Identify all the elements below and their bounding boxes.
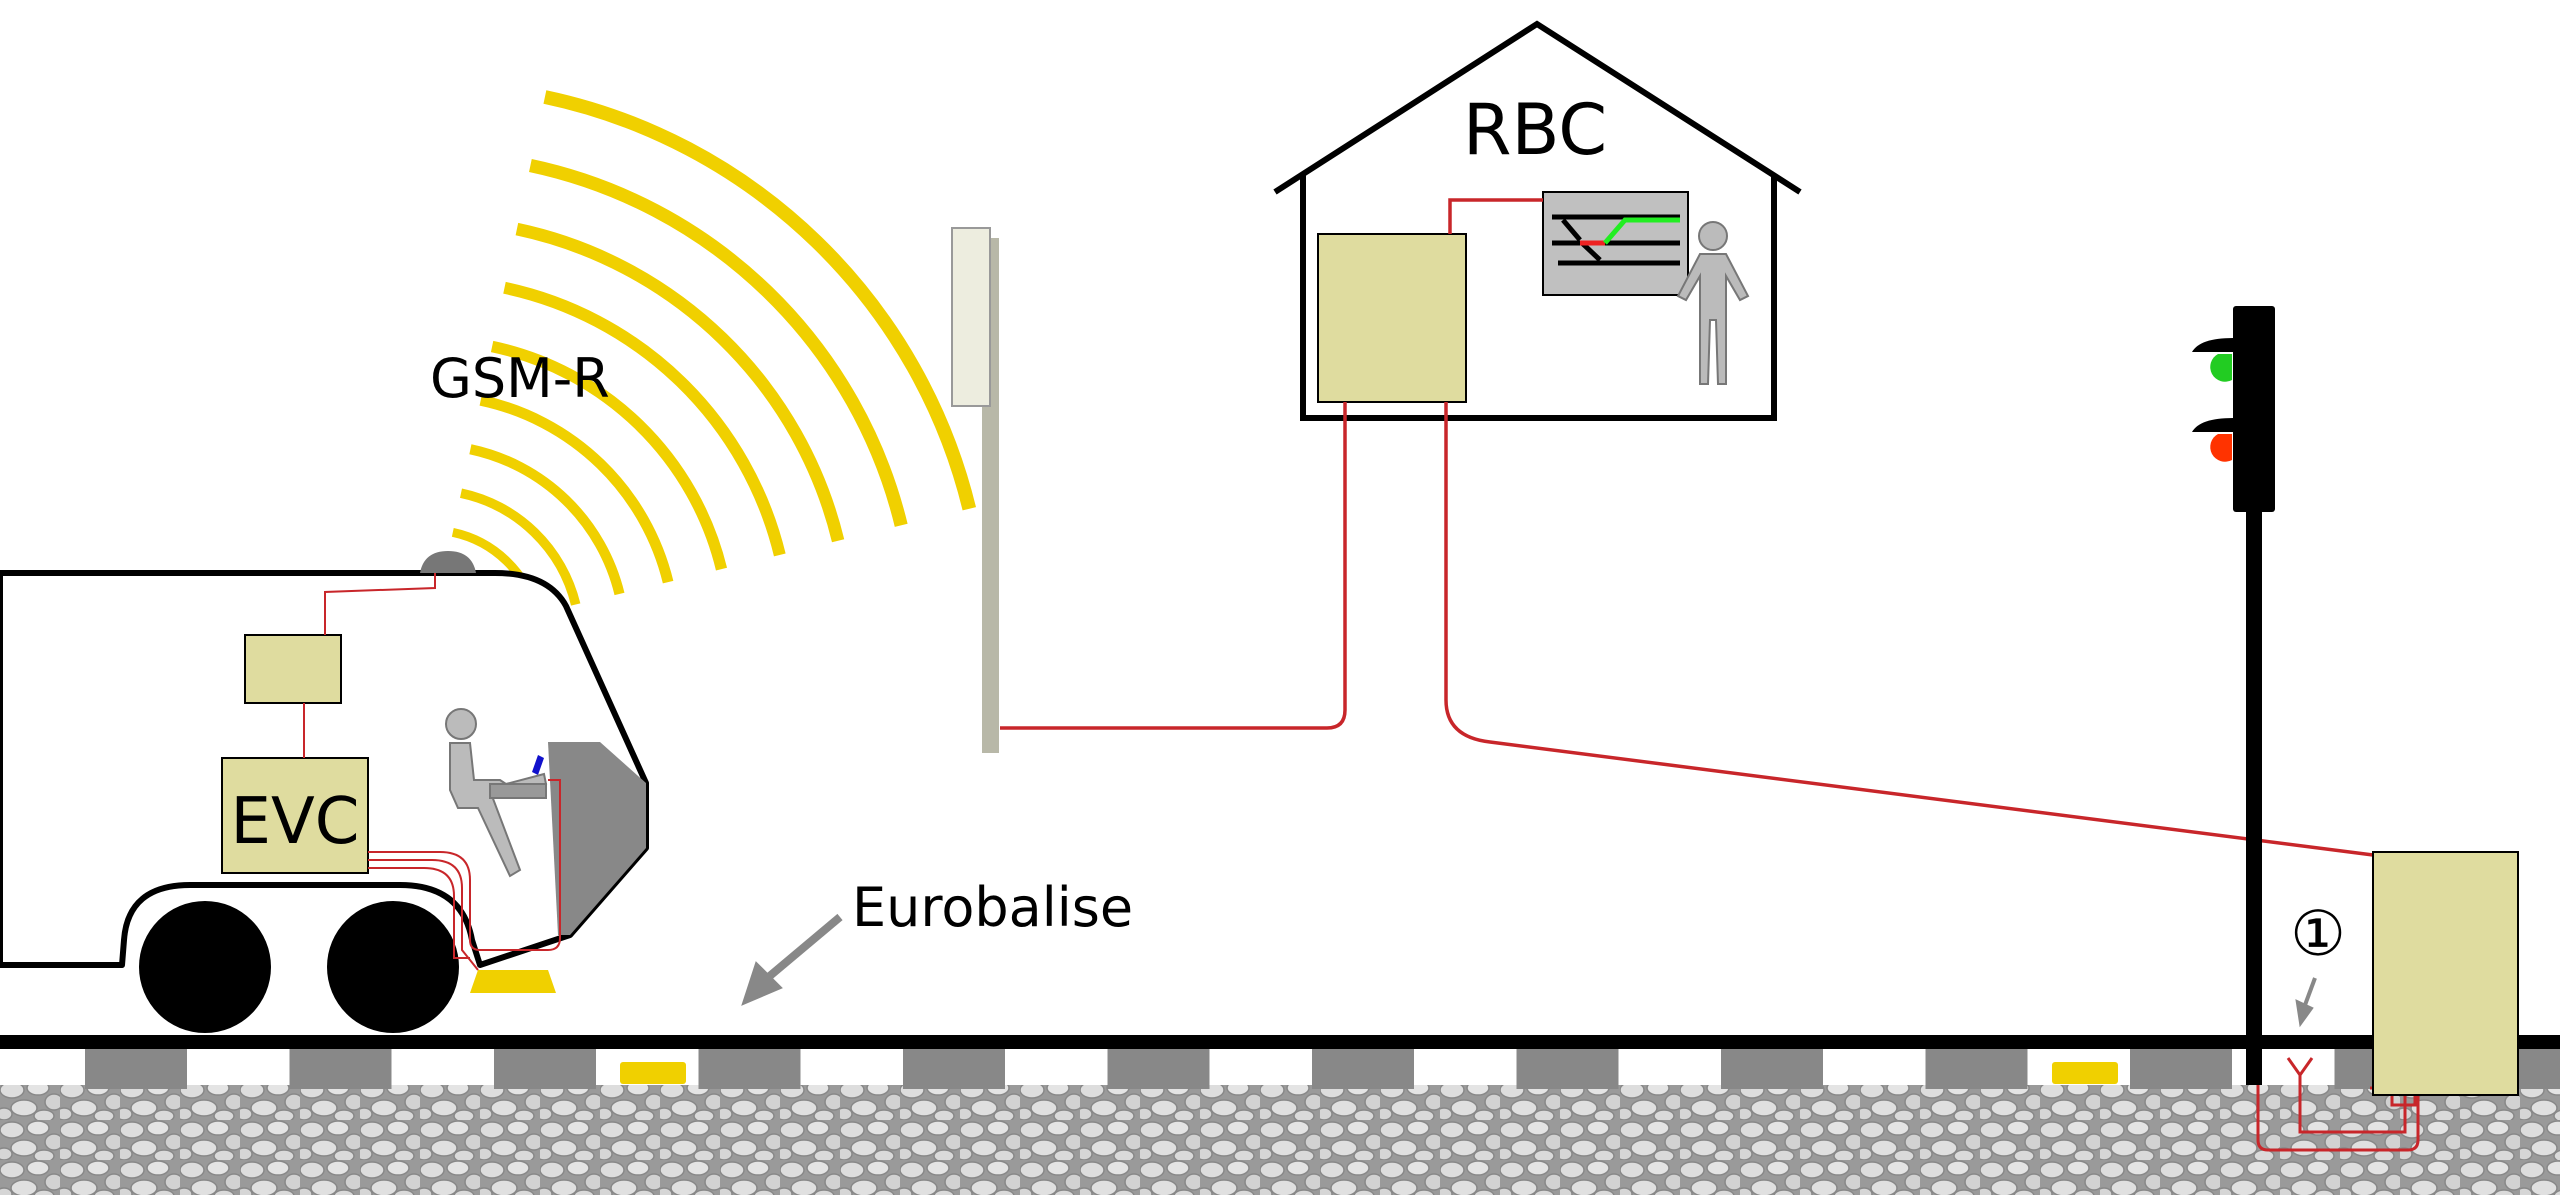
- sleeper: [698, 1049, 801, 1089]
- mast-to-rbc-cable: [1000, 402, 1347, 730]
- marker-arrow: [2295, 977, 2317, 1028]
- radio-wave-arc: [515, 222, 845, 543]
- train: [0, 551, 649, 1033]
- lineside-antenna: [2286, 1057, 2314, 1085]
- radio-wave-arc: [529, 159, 908, 527]
- sleeper: [1925, 1049, 2028, 1089]
- light-signal: [2192, 306, 2275, 1085]
- sleeper: [1107, 1049, 1210, 1089]
- rbc-to-lineside-cable: [1444, 402, 2374, 857]
- wheel-rear: [327, 901, 459, 1033]
- radio-wave-arc: [479, 395, 674, 584]
- radio-wave-arc: [543, 90, 977, 511]
- radio-unit-box: [244, 634, 342, 704]
- sleeper: [289, 1049, 392, 1089]
- gsm-r-antenna-dome: [420, 551, 476, 573]
- eurobalise-on-track-1: [620, 1062, 686, 1084]
- balise-cable-outer: [2256, 1085, 2420, 1152]
- sleeper: [85, 1049, 187, 1089]
- rbc-screen-cable: [1448, 198, 1543, 234]
- eurobalise-arrow: [741, 913, 843, 1006]
- rail: [0, 1035, 2560, 1049]
- ballast-bed: [0, 1085, 2560, 1195]
- balise-cable-inner: [2298, 1085, 2407, 1134]
- train-wiring: [303, 573, 561, 971]
- wheel-front: [139, 901, 271, 1033]
- radio-wave-arc: [460, 488, 581, 606]
- lineside-electronic-unit: [2372, 851, 2519, 1096]
- rbc-operator-person: [1676, 221, 1750, 385]
- sleeper: [2130, 1049, 2232, 1089]
- evc-box: [221, 757, 369, 874]
- marker-label: ①: [2290, 897, 2346, 970]
- sleeper: [1516, 1049, 1619, 1089]
- cab-console: [548, 742, 646, 935]
- evc-label: EVC: [231, 785, 360, 859]
- radio-wave-arc: [469, 444, 625, 596]
- sleeper: [903, 1049, 1005, 1089]
- rbc-building: [1273, 20, 1802, 421]
- train-driver-person: [445, 708, 548, 878]
- radio-wave-arc: [503, 281, 786, 557]
- radio-wave-arc: [490, 340, 728, 571]
- sleepers: [85, 1049, 2560, 1089]
- track-display-screen: [1542, 191, 1689, 296]
- sleeper: [494, 1049, 596, 1089]
- gsm-r-label: GSM-R: [430, 347, 610, 410]
- sleeper: [1721, 1049, 1823, 1089]
- eurobalise-on-track-2: [2052, 1062, 2118, 1084]
- red-signal-light: [2210, 434, 2232, 462]
- balise-antenna: [470, 970, 556, 993]
- rbc-label: RBC: [1463, 89, 1607, 171]
- cab-controller: [532, 755, 544, 775]
- eurobalise-label: Eurobalise: [852, 876, 1133, 939]
- gsm-r-mast: [951, 227, 999, 753]
- green-signal-light: [2210, 354, 2232, 382]
- rbc-computer-box: [1317, 233, 1467, 403]
- sleeper: [1312, 1049, 1414, 1089]
